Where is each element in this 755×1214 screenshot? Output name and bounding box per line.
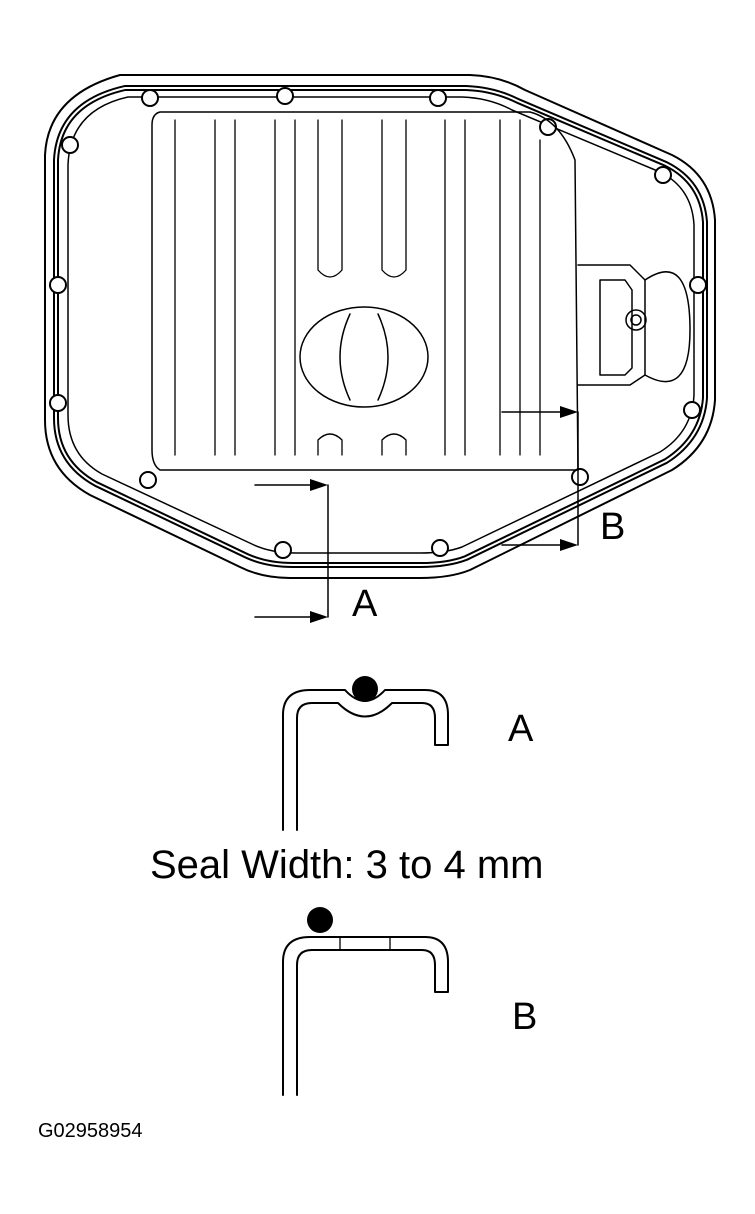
bolt-hole xyxy=(571,468,589,486)
figure-code: G02958954 xyxy=(38,1120,143,1142)
callout-a-label: A xyxy=(352,583,378,625)
callout-a-leader xyxy=(254,484,329,618)
bolt-hole xyxy=(276,87,294,105)
cross-section-b xyxy=(282,936,449,1096)
pan-ribs xyxy=(174,119,541,456)
bolt-hole xyxy=(139,471,157,489)
bolt-hole xyxy=(683,401,701,419)
bolt-hole xyxy=(49,394,67,412)
seal-bead-b-icon xyxy=(307,907,333,933)
seal-bead-a-icon xyxy=(352,676,378,702)
cross-section-a xyxy=(282,689,449,831)
fipg-seal-bead xyxy=(53,85,708,568)
fipg-seal-bead-core xyxy=(55,87,706,566)
callout-b-leader xyxy=(501,411,579,546)
bolt-hole xyxy=(141,89,159,107)
bolt-hole xyxy=(431,539,449,557)
bolt-holes xyxy=(49,87,707,559)
bolt-hole xyxy=(429,89,447,107)
seal-width-spec: Seal Width: 3 to 4 mm xyxy=(150,843,544,887)
drain-plug-housing xyxy=(577,264,691,386)
drain-plug-icon xyxy=(625,309,647,331)
pan-sump-body xyxy=(151,111,579,471)
bolt-hole xyxy=(61,136,79,154)
bolt-hole xyxy=(49,276,67,294)
bolt-hole xyxy=(654,166,672,184)
detail-a-label: A xyxy=(508,708,534,750)
callout-a-arrowheads xyxy=(310,479,328,623)
callout-b-label: B xyxy=(600,506,626,548)
bolt-hole xyxy=(274,541,292,559)
callout-b-arrowheads xyxy=(560,406,578,551)
bolt-hole xyxy=(689,276,707,294)
detail-b-label: B xyxy=(512,996,538,1038)
pan-outer-flange xyxy=(44,74,716,579)
pan-center-boss xyxy=(299,306,429,408)
